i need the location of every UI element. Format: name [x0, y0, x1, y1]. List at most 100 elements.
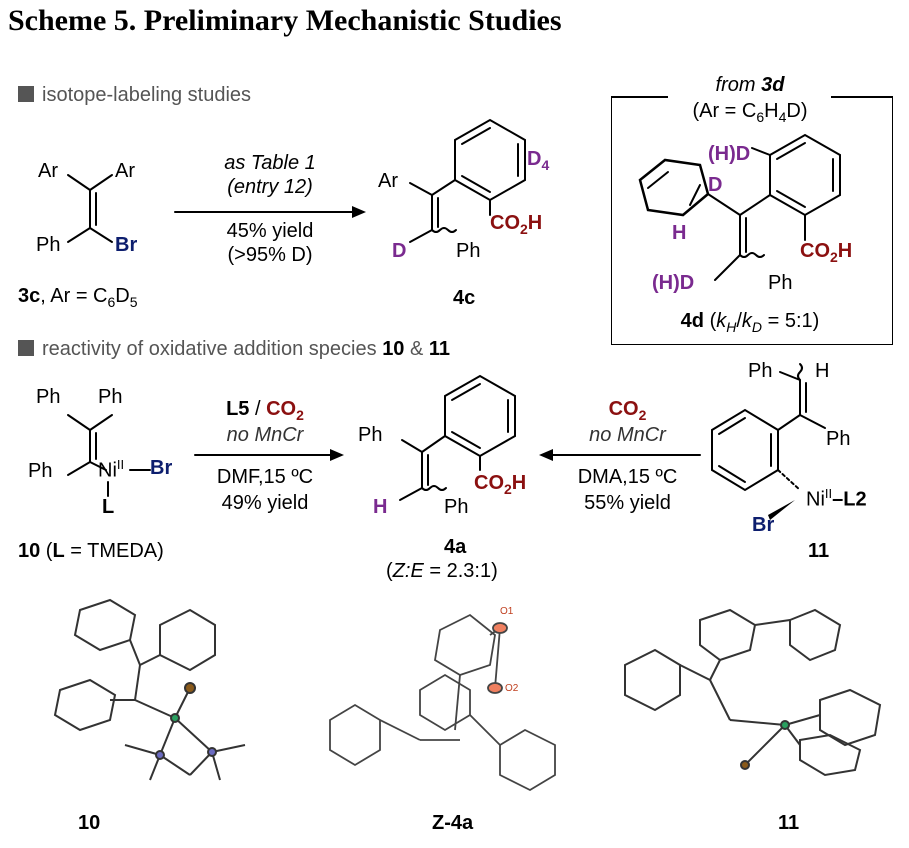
arrow-head-3 [539, 449, 553, 461]
box-hd2: (H)D [652, 272, 695, 294]
prod4c-d4: D4 [527, 148, 549, 173]
rcond-solv: DMA,15 ºC [577, 466, 678, 488]
lcond-yield: 49% yield [221, 492, 309, 514]
section-reactivity: reactivity of oxidative addition species… [18, 338, 450, 361]
cond1-line1: as Table 1 [224, 152, 316, 174]
prod4a-h: H [373, 496, 388, 518]
box-ar-mid: H [764, 100, 779, 122]
section-reactivity-10: 10 [382, 338, 405, 360]
box-ar-post: D) [786, 100, 808, 122]
crystal-label-z4a: Z-4a [432, 812, 474, 834]
rcond-yield: 55% yield [584, 492, 671, 514]
rcond-co2: CO2 [555, 398, 700, 423]
ni10-ph1: Ph [36, 386, 61, 408]
prod4a-co2h: CO2H [474, 472, 526, 497]
box-kh: k [716, 310, 727, 332]
arrow-head-2 [330, 449, 344, 461]
prod4c-label: 4c [453, 287, 476, 309]
ni11-ni-sup: II [824, 486, 833, 501]
section-reactivity-text: reactivity of oxidative addition species [42, 338, 383, 360]
box-label-ratio: = 5:1) [762, 310, 820, 332]
lcond-nomn: no MnCr [226, 424, 304, 446]
prod4a-co2h-h: H [511, 472, 527, 494]
cond1-line4: (>95% D) [227, 244, 313, 266]
prod4c-co: CO [490, 212, 520, 234]
ni11-ph2: Ph [826, 428, 851, 450]
section-isotope-text: isotope-labeling studies [42, 84, 252, 106]
prod4a-ph1: Ph [358, 424, 383, 446]
prod4c-d4-sub: 4 [541, 157, 550, 173]
lcond-solv: DMF,15 ºC [216, 466, 314, 488]
cond1-line3: 45% yield [226, 220, 314, 242]
lcond-co: CO [266, 398, 297, 420]
box-hd1: (H)D [708, 143, 751, 165]
ni11-br: Br [752, 514, 775, 536]
box-4d [611, 96, 893, 345]
box-ar-s2: 4 [778, 109, 787, 125]
box-label-4d: 4d [680, 310, 705, 332]
ni10-label-end: = TMEDA) [64, 540, 164, 562]
ni11-ni-text: Ni [806, 488, 825, 511]
sm-ar2: Ar [115, 160, 135, 182]
ni11-ni: NiII–L2 [806, 486, 867, 512]
ni10-ph3: Ph [28, 460, 53, 482]
rcond-co2-sub: 2 [638, 407, 647, 423]
prod4a-ratio-pre: ( [386, 560, 393, 582]
box-co2h: CO2H [800, 240, 852, 265]
box-kh-sub: H [726, 319, 737, 335]
box-ar-s1: 6 [756, 109, 765, 125]
ni10-label-l: L [52, 540, 65, 562]
crystal-structure-z4a [329, 613, 556, 792]
box-slash: / [736, 310, 742, 332]
ni10-l: L [102, 496, 115, 518]
rcond-co: CO [608, 398, 639, 420]
ni11-h: H [815, 360, 830, 382]
sm-label-rest: , Ar = C [40, 285, 108, 307]
arrow-head-1 [352, 206, 366, 218]
square-bullet-icon [18, 340, 34, 356]
prod4c-h: H [527, 212, 543, 234]
sm-ph: Ph [36, 234, 61, 256]
wedge-bond [768, 500, 795, 520]
lcond-line1: L5 / CO2 [195, 398, 335, 423]
prod4c-ar: Ar [378, 170, 398, 192]
sm-label-3c: 3c [18, 285, 41, 307]
box-label-open: ( [704, 310, 717, 332]
sm-label-sub2: 5 [129, 294, 138, 310]
box-from: from 3d [670, 74, 830, 97]
prod4a-ratio: (Z:E = 2.3:1) [386, 560, 498, 583]
ni10-label-10: 10 [18, 540, 41, 562]
rcond-nomn: no MnCr [589, 424, 666, 446]
box-co: CO [800, 240, 830, 262]
section-isotope: isotope-labeling studies [18, 84, 251, 107]
lcond-co2-sub: 2 [296, 407, 304, 423]
scheme-title: Scheme 5. Preliminary Mechanistic Studie… [8, 4, 562, 37]
box-d: D [708, 174, 723, 196]
ni10-label: 10 (L = TMEDA) [18, 540, 164, 563]
ni10-ni-sup: II [116, 457, 125, 472]
box-top-left [611, 96, 668, 98]
box-kd-sub: D [751, 319, 763, 335]
lcond-l5: L5 [226, 398, 250, 420]
box-ph: Ph [768, 272, 793, 294]
prod4a-ratio-post: = 2.3:1) [423, 560, 498, 582]
section-reactivity-amp: & [404, 338, 429, 360]
section-reactivity-11: 11 [428, 338, 451, 360]
crystal-label-10: 10 [78, 812, 101, 834]
ni10-ni: NiII [98, 457, 124, 483]
ni11-l2: –L2 [832, 488, 867, 511]
ni10-br: Br [150, 457, 173, 479]
sm-ar1: Ar [38, 160, 58, 182]
ni11-ph1: Ph [748, 360, 773, 382]
box-ar-pre: (Ar = C [692, 100, 757, 122]
prod4a-co2-sub: 2 [504, 481, 512, 497]
ni10-label-mid: ( [40, 540, 53, 562]
cond1-line2: (entry 12) [227, 176, 313, 198]
box-from-text: from [715, 74, 762, 96]
box-co2h-h: H [837, 240, 853, 262]
crystal-o1: O1 [500, 606, 514, 617]
prod4c-co2-sub: 2 [520, 221, 528, 237]
box-top-right [831, 96, 893, 98]
box-co2-sub: 2 [830, 249, 838, 265]
